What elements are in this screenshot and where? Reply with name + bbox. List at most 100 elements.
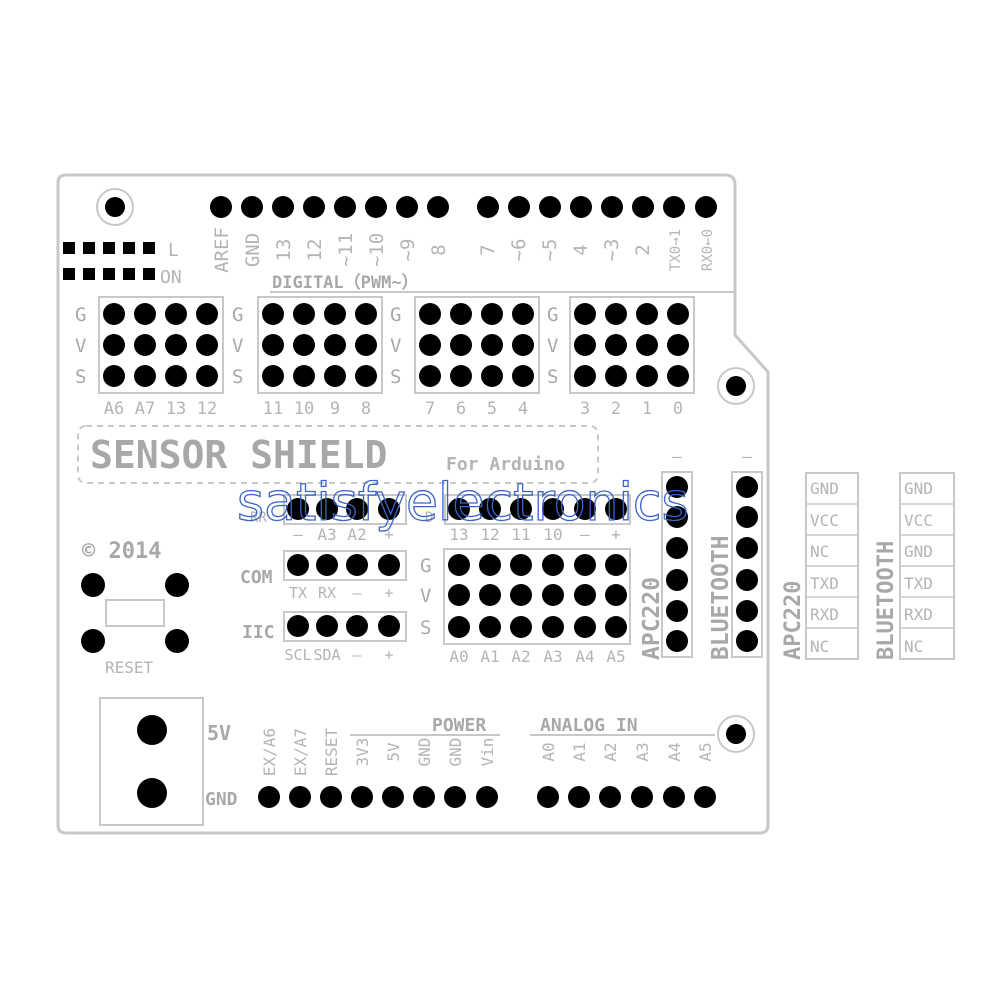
analog-gvs-pin	[448, 584, 470, 606]
power-pin	[289, 786, 311, 808]
gvs-pin	[262, 303, 284, 325]
aux-pin	[448, 498, 470, 520]
digital-pin	[539, 196, 561, 218]
gvs-pin-label: 2	[611, 399, 621, 419]
apc-header-outline	[661, 471, 693, 658]
gvs-pin	[512, 303, 534, 325]
gvs-pin-label: 7	[425, 399, 435, 419]
digital-pin	[241, 196, 263, 218]
gvs-pin-label: 9	[330, 399, 340, 419]
gvs-letter: V	[547, 335, 558, 357]
power-pin	[258, 786, 280, 808]
power-pin-label: GND	[446, 738, 465, 767]
side-bt-pin-label: NC	[904, 637, 923, 656]
gvs-pin-label: 12	[197, 399, 217, 419]
gvs-pin	[324, 303, 346, 325]
aux-pin-label: A3	[317, 525, 336, 544]
aux-pin-label: –	[580, 525, 590, 544]
analog-gvs-pin	[574, 616, 596, 638]
gvs-letter: S	[547, 366, 558, 388]
gvs-letter: G	[75, 304, 86, 326]
analog-gvs-pin	[448, 616, 470, 638]
aux-pin-label: +	[384, 525, 394, 544]
analog-pin	[631, 786, 653, 808]
analog-pin	[694, 786, 716, 808]
gvs-pin	[165, 365, 187, 387]
header-outline	[283, 611, 407, 642]
board-outline	[56, 173, 770, 835]
gvs-block-outline	[569, 296, 695, 394]
mount-hole-top-left-pad	[105, 197, 125, 217]
iic-pin-label: SDA	[313, 646, 340, 664]
digital-pin	[334, 196, 356, 218]
analog-gvs-pin	[574, 584, 596, 606]
gvs-pin-label: 1	[642, 399, 652, 419]
aux-pin	[542, 498, 564, 520]
gvs-pin-label: 8	[361, 399, 371, 419]
digital-pin	[210, 196, 232, 218]
digital-pin-label: ~3	[601, 239, 623, 262]
reset-button	[81, 573, 189, 653]
side-bt-pin-label: GND	[904, 479, 933, 498]
iic-pin-label: SCL	[284, 646, 311, 664]
digital-pin-label: 12	[304, 239, 326, 262]
analog-pin-label: A4	[665, 742, 684, 761]
bt-pin	[736, 600, 758, 622]
bt-header-outline	[731, 471, 763, 658]
digital-pin-label: TX0→1	[668, 229, 684, 271]
analog-gvs-label: A5	[606, 647, 625, 666]
gvs-pin	[574, 303, 596, 325]
aux-pin-label: +	[611, 525, 621, 544]
terminal-gnd	[137, 778, 167, 808]
gvs-pin	[324, 365, 346, 387]
mount-hole-bottom-right	[717, 715, 755, 753]
gvs-pin-label: 5	[487, 399, 497, 419]
digital-pin-label: 7	[477, 244, 499, 255]
side-bt-pin-label: GND	[904, 542, 933, 561]
status-leds	[63, 242, 155, 280]
gvs-pin	[450, 365, 472, 387]
power-pin	[351, 786, 373, 808]
aux-pin-label: A2	[347, 525, 366, 544]
analog-gvs-label: A1	[480, 647, 499, 666]
gvs-pin	[324, 334, 346, 356]
gvs-pin	[636, 365, 658, 387]
com-pin-label: RX	[318, 584, 336, 602]
gvs-pin	[419, 303, 441, 325]
power-pin-label: Vin	[478, 738, 497, 767]
analog-gvs-pin	[605, 554, 627, 576]
analog-gvs-pin	[542, 584, 564, 606]
bt-pin	[736, 537, 758, 559]
terminal-5v-label: 5V	[207, 721, 231, 745]
reset-label: RESET	[105, 658, 154, 677]
gvs-pin	[636, 303, 658, 325]
side-apc-pin-label: VCC	[810, 511, 839, 530]
analog-pin	[599, 786, 621, 808]
gvs-pin	[165, 334, 187, 356]
digital-pin-label: ~5	[539, 239, 561, 262]
gvs-letter: V	[390, 335, 401, 357]
digital-pin	[663, 196, 685, 218]
gvs-pin	[450, 334, 472, 356]
top-digital-header	[210, 196, 717, 218]
analog-gvs-outline	[443, 548, 631, 645]
aux-pin	[346, 498, 368, 520]
power-pin-label: 3V3	[353, 738, 372, 767]
analog-gvs-label: A2	[511, 647, 530, 666]
gvs-pin	[512, 365, 534, 387]
side-apc-pin-label: TXD	[810, 574, 839, 593]
bt-label: BLUETOOTH	[708, 535, 734, 660]
gvs-pin	[636, 334, 658, 356]
aux-pin	[479, 498, 501, 520]
gvs-pin	[605, 365, 627, 387]
fragment-label: D	[425, 510, 433, 526]
gvs-pin	[262, 365, 284, 387]
gvs-pin	[134, 303, 156, 325]
gvs-pin	[605, 303, 627, 325]
gvs-pin	[196, 365, 218, 387]
header-outline	[444, 494, 631, 525]
